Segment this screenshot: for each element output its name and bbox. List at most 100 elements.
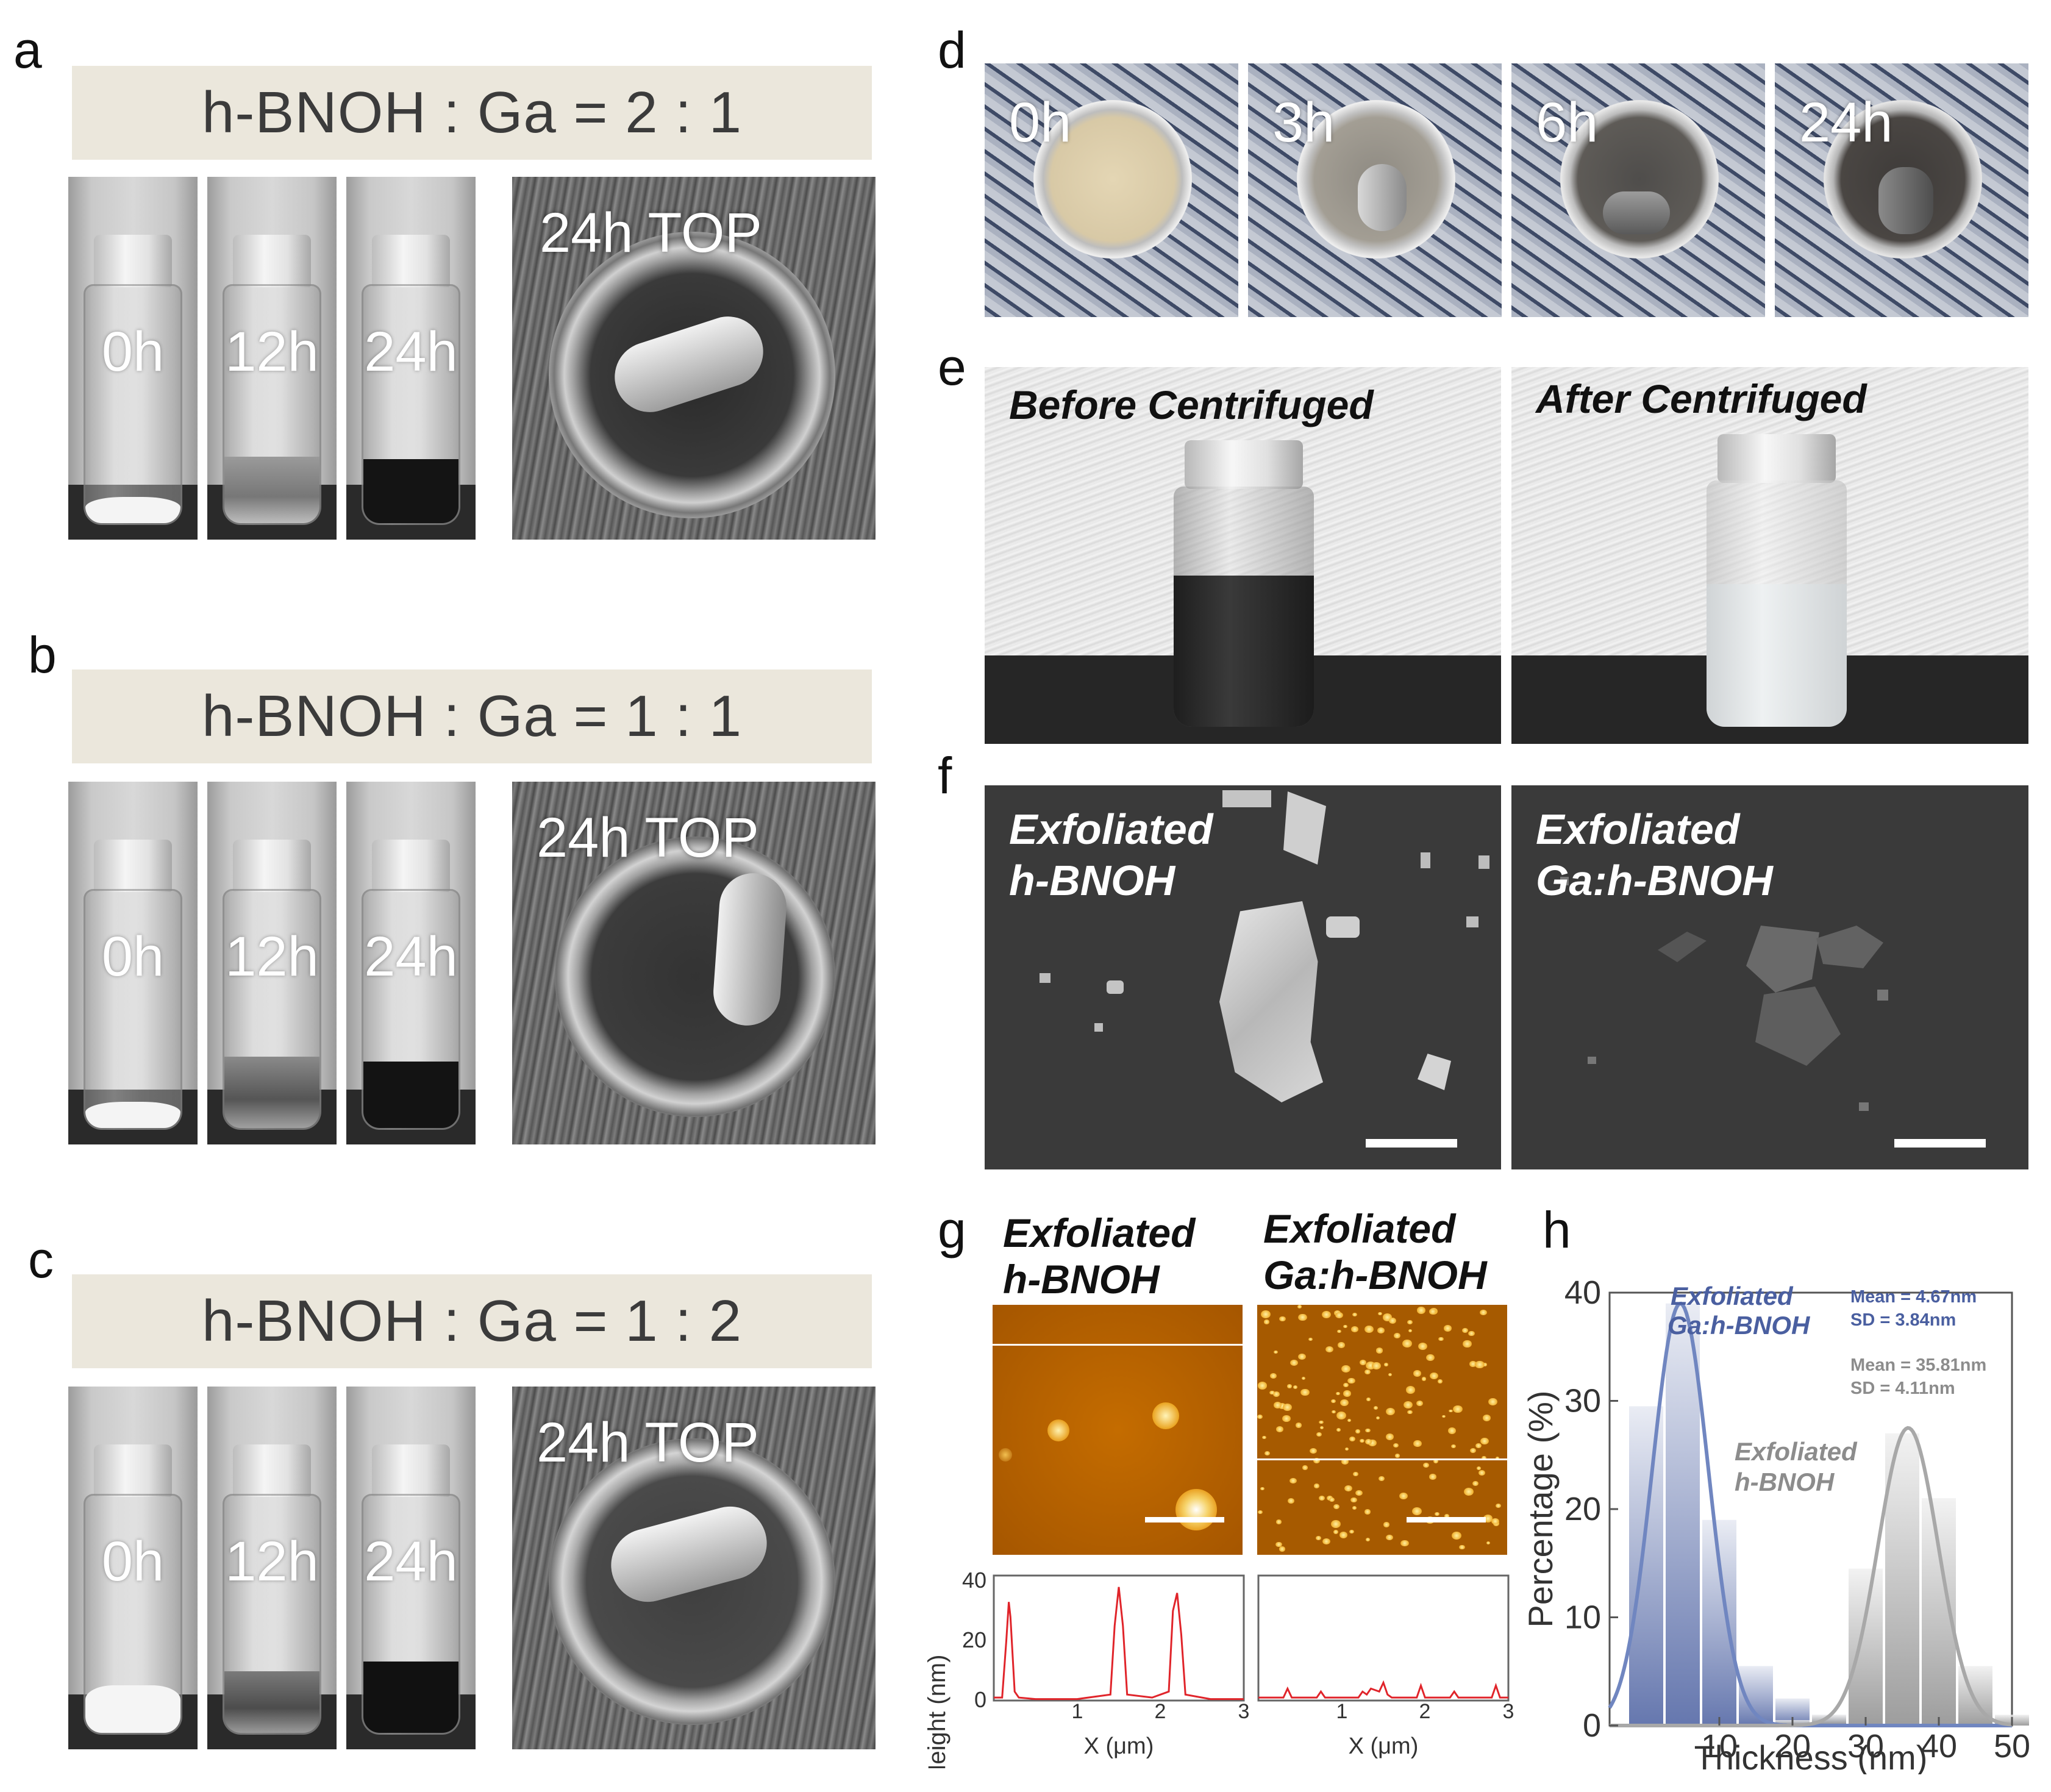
afm-particle: [1282, 1415, 1291, 1422]
sem-image-h-bnoh: Exfoliated h-BNOH: [985, 785, 1501, 1169]
profile-xtick: 1: [1336, 1700, 1348, 1723]
vial-photo-c-0h: 0h: [68, 1387, 198, 1749]
afm-particle: [1343, 1383, 1349, 1388]
afm-particle: [1260, 1487, 1265, 1491]
afm-particle: [1407, 1320, 1413, 1325]
afm-particle: [1322, 1538, 1331, 1545]
time-label: 24h: [364, 926, 458, 988]
jar-photo-d-24h: 24h: [1775, 63, 2028, 317]
jar-photo-d-0h: 0h: [985, 63, 1238, 317]
vial-photo-b-12h: 12h: [207, 782, 337, 1144]
sem-image-ga-h-bnoh: Exfoliated Ga:h-BNOH: [1511, 785, 2028, 1169]
histogram-xtick: 40: [1921, 1728, 1957, 1765]
afm-particle: [1408, 1329, 1412, 1332]
afm-particle: [1349, 1436, 1356, 1442]
afm-particle: [1260, 1310, 1271, 1319]
panel-label-d: d: [938, 21, 966, 79]
afm-particle: [1279, 1316, 1286, 1322]
afm-particle: [1298, 1354, 1307, 1360]
afm-particle: [1264, 1451, 1270, 1456]
afm-particle: [1385, 1433, 1394, 1440]
afm-particle: [1399, 1493, 1408, 1500]
afm-particle: [1383, 1522, 1390, 1527]
afm-particle: [1374, 1405, 1379, 1410]
panel-label-e: e: [938, 338, 966, 396]
photo-after-centrifuged: After Centrifuged: [1511, 367, 2028, 744]
afm-particle: [1279, 1546, 1286, 1552]
afm-particle: [1295, 1423, 1302, 1428]
afm-particle: [1451, 1444, 1457, 1449]
afm-particle: [1325, 1346, 1334, 1353]
afm-particle: [1350, 1326, 1358, 1332]
afm-particle: [1388, 1373, 1392, 1376]
afm-particle: [1321, 1310, 1331, 1318]
afm-particle: [1393, 1443, 1399, 1448]
afm-particle: [1269, 1390, 1275, 1395]
afm-particle: [1368, 1440, 1377, 1447]
afm-particle: [1359, 1439, 1364, 1443]
sem-label-h-bnoh: Exfoliated h-BNOH: [1009, 805, 1213, 904]
afm-particle: [1486, 1541, 1491, 1545]
time-label: 24h: [1799, 91, 1893, 154]
vial-photo-a-12h: 12h: [207, 177, 337, 540]
afm-particle: [1347, 1377, 1355, 1384]
afm-particle: [1308, 1337, 1313, 1341]
afm-particle: [1274, 1350, 1279, 1354]
stats-hbnoh-mean: Mean = 35.81nm: [1850, 1355, 1986, 1375]
profile-xtick: 2: [1155, 1700, 1166, 1723]
histogram-xtick: 10: [1701, 1728, 1738, 1765]
afm-particle: [1331, 1520, 1341, 1528]
afm-particle: [1469, 1360, 1477, 1367]
afm-particle: [1364, 1509, 1371, 1515]
afm-particle: [1339, 1532, 1348, 1538]
panel-label-h: h: [1543, 1201, 1571, 1258]
afm-particle: [1433, 1459, 1439, 1464]
afm-particle: [1300, 1388, 1310, 1396]
histogram-xtick: 30: [1847, 1728, 1884, 1765]
before-centrifuged-label: Before Centrifuged: [1009, 382, 1374, 427]
afm-particle: [1444, 1514, 1450, 1519]
histogram-ytick: 40: [1564, 1274, 1601, 1311]
afm-particle: [1262, 1435, 1267, 1440]
afm-particle: [1413, 1440, 1422, 1447]
afm-particle: [1462, 1327, 1469, 1333]
afm-particle: [1313, 1458, 1320, 1463]
afm-particle: [1441, 1415, 1446, 1418]
stats-ga-mean: Mean = 4.67nm: [1850, 1287, 1977, 1307]
afm-particle: [1449, 1409, 1453, 1413]
afm-particle: [1364, 1369, 1371, 1374]
stats-ga-sd: SD = 3.84nm: [1850, 1310, 1956, 1330]
afm-particle: [1444, 1325, 1452, 1332]
afm-particle: [1464, 1488, 1474, 1496]
afm-particle: [1310, 1448, 1317, 1454]
histogram-ytick: 0: [1583, 1707, 1601, 1744]
profile-ylabel: Height (nm): [924, 1655, 951, 1768]
afm-particle: [1475, 1360, 1485, 1369]
afm-particle: [1482, 1414, 1491, 1421]
afm-particle: [1282, 1403, 1292, 1411]
legend-h-bnoh-line1: Exfoliated: [1735, 1437, 1858, 1466]
afm-particle: [1352, 1312, 1358, 1317]
time-label: 24h: [364, 1530, 458, 1593]
afm-particle: [1336, 1412, 1346, 1419]
afm-particle: [1313, 1483, 1320, 1488]
time-label: 6h: [1536, 91, 1599, 154]
afm-particle: [1375, 1348, 1383, 1354]
afm-particle: [1333, 1530, 1339, 1534]
afm-particle: [1447, 1427, 1457, 1434]
afm-particle: [1364, 1326, 1374, 1333]
vial-photo-a-24h: 24h: [346, 177, 476, 540]
panel-label-b: b: [28, 626, 57, 684]
vial-photo-b-24h: 24h: [346, 782, 476, 1144]
time-label: 24h: [364, 321, 458, 383]
afm-particle: [1316, 1536, 1321, 1541]
top-view-photo-b: 24h TOP: [512, 782, 876, 1144]
top-view-label: 24h TOP: [537, 1412, 759, 1474]
afm-particle: [1365, 1438, 1372, 1444]
histogram-ytick: 30: [1564, 1383, 1601, 1419]
vial-photo-b-0h: 0h: [68, 782, 198, 1144]
afm-particle: [1343, 1390, 1352, 1397]
afm-particle: [1302, 1376, 1306, 1380]
afm-particle: [1478, 1470, 1485, 1476]
afm-particle: [1495, 1503, 1502, 1508]
